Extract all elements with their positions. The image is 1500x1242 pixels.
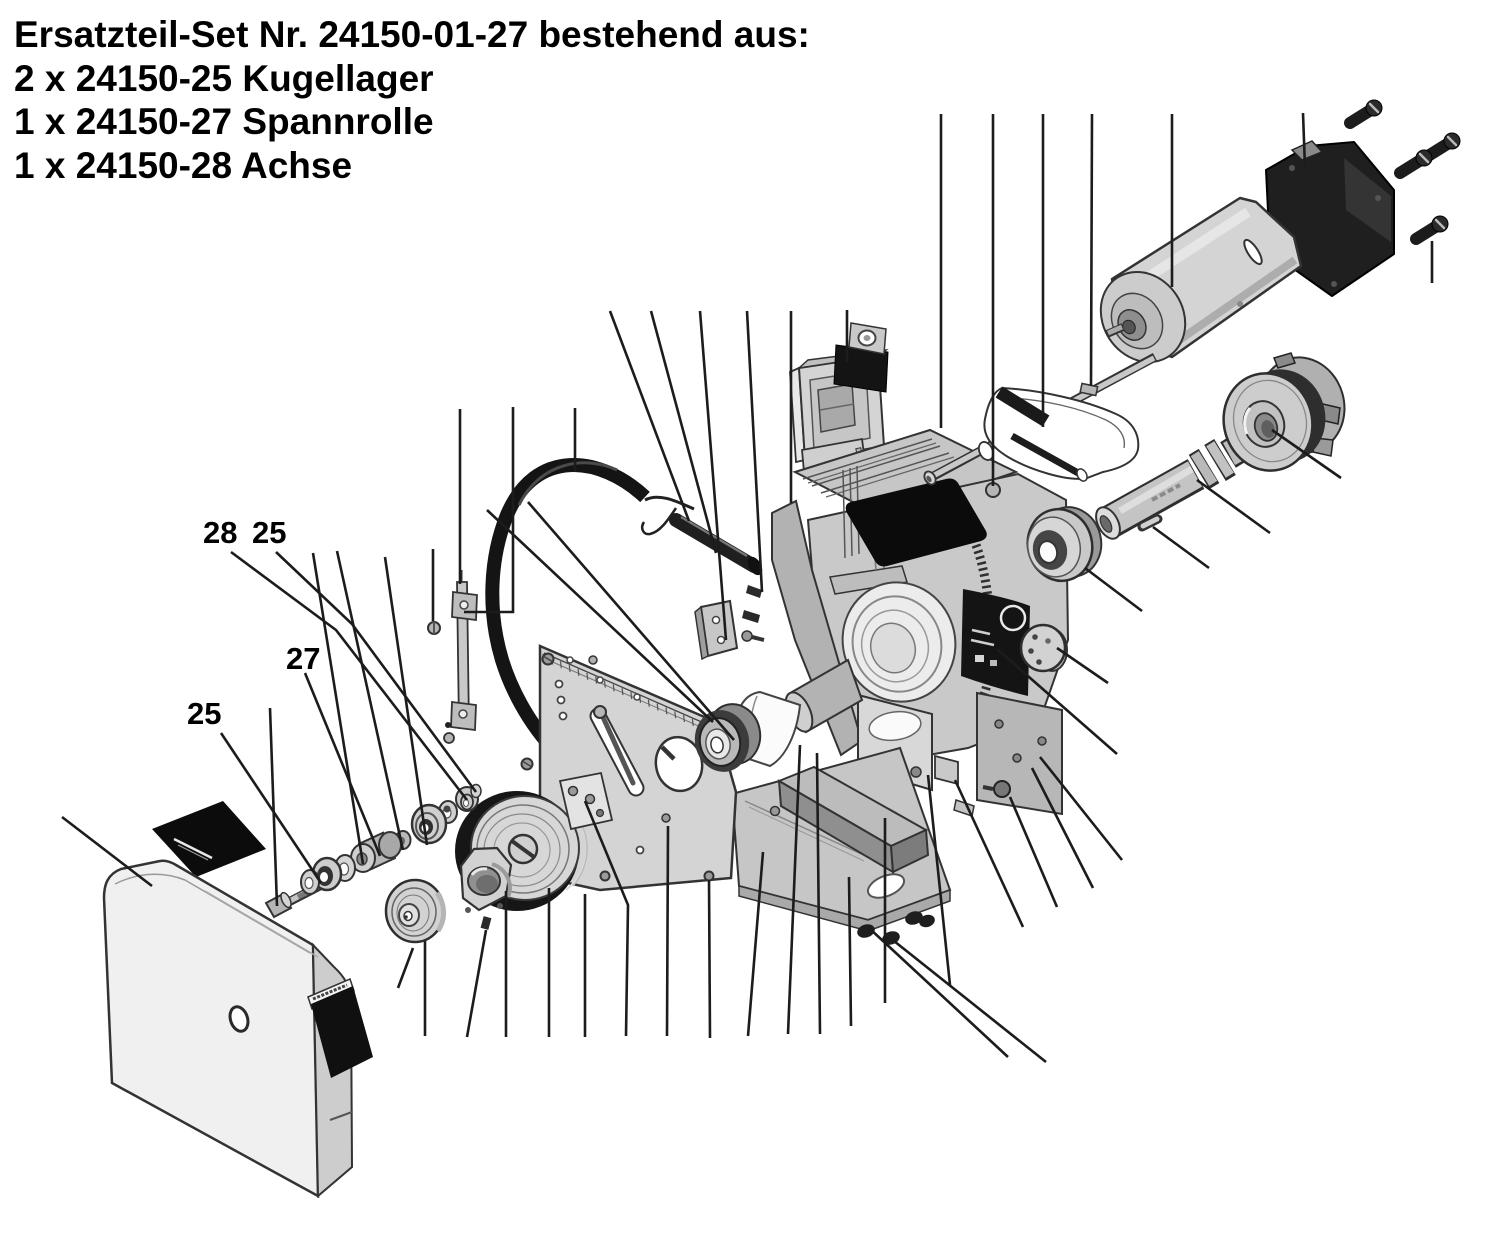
svg-text:1 x 24150-28 Achse: 1 x 24150-28 Achse: [14, 145, 352, 186]
svg-text:25: 25: [187, 696, 221, 731]
svg-text:25: 25: [252, 515, 286, 550]
svg-text:2 x 24150-25 Kugellager: 2 x 24150-25 Kugellager: [14, 58, 434, 99]
svg-text:Ersatzteil-Set Nr. 24150-01-27: Ersatzteil-Set Nr. 24150-01-27 bestehend…: [14, 14, 810, 55]
svg-text:28: 28: [203, 515, 237, 550]
svg-text:27: 27: [286, 641, 320, 676]
svg-text:1 x 24150-27 Spannrolle: 1 x 24150-27 Spannrolle: [14, 101, 434, 142]
